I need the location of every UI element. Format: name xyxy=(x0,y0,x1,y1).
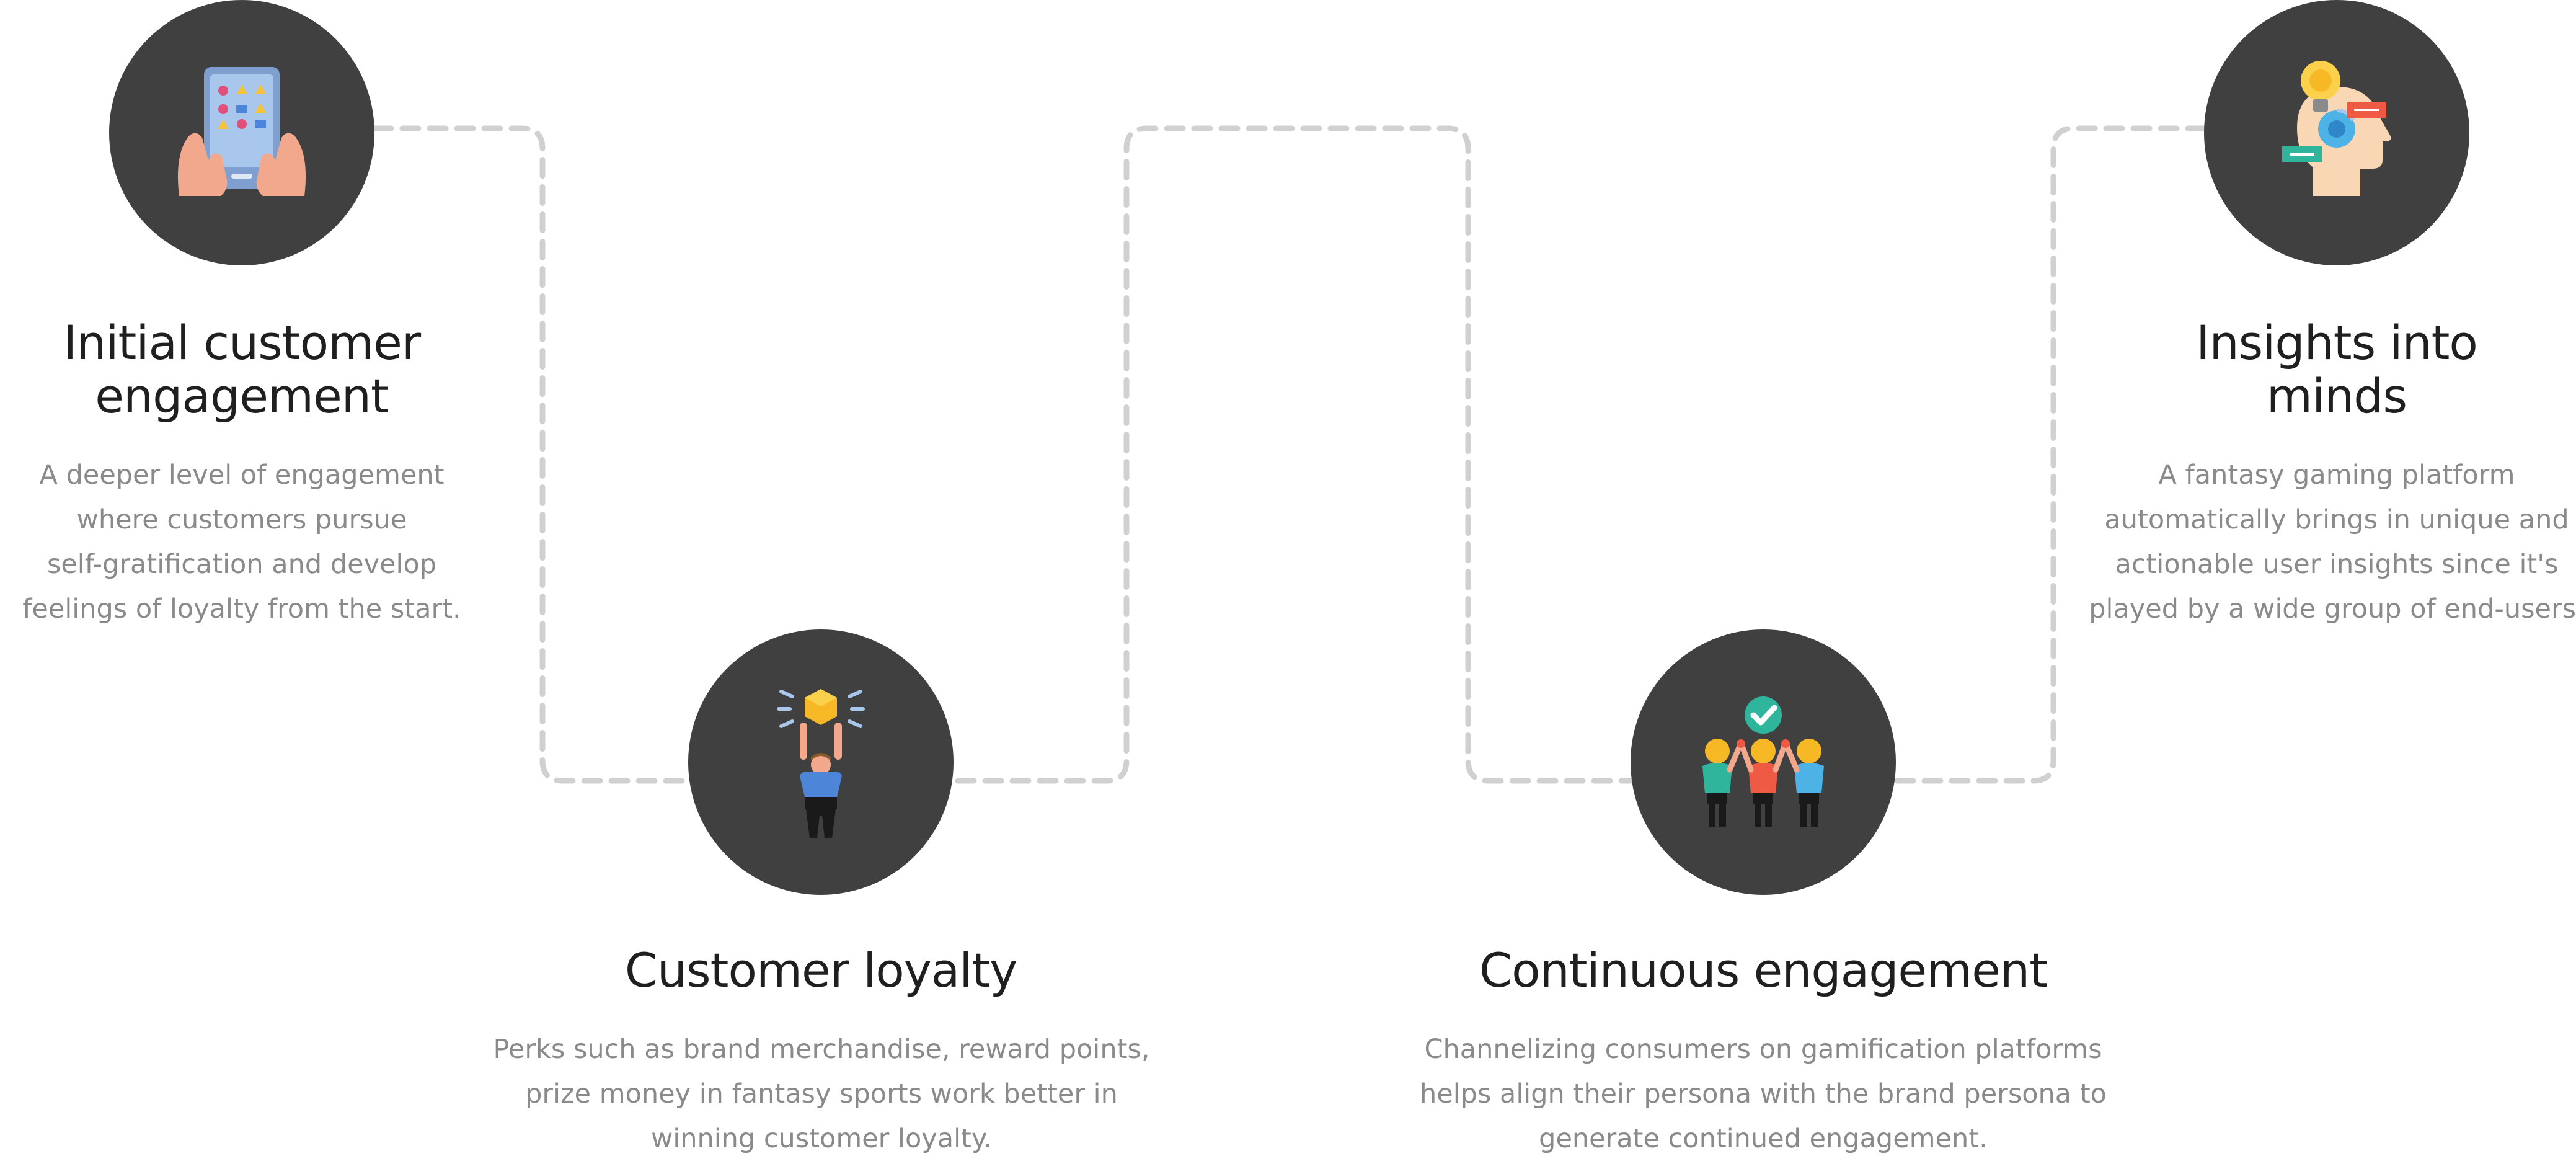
step-4-description: A fantasy gaming platform automatically … xyxy=(2089,460,2576,625)
step-4-circle xyxy=(2204,0,2469,265)
step-3-title: Continuous engagement xyxy=(1479,943,2048,998)
step-2-description: Perks such as brand merchandise, reward … xyxy=(493,1034,1150,1154)
step-2-circle xyxy=(688,629,954,895)
head-insight-icon xyxy=(2282,61,2391,196)
step-2-title: Customer loyalty xyxy=(624,943,1017,998)
tablet-hands-icon xyxy=(177,67,306,196)
team-check-icon xyxy=(1702,696,1824,827)
step-1-circle xyxy=(109,0,374,265)
step-3-circle xyxy=(1631,629,1896,895)
step-3-description: Channelizing consumers on gamification p… xyxy=(1419,1034,2107,1154)
step-1-description: A deeper level of engagement where custo… xyxy=(22,460,461,625)
trophy-raise-icon xyxy=(777,689,865,838)
